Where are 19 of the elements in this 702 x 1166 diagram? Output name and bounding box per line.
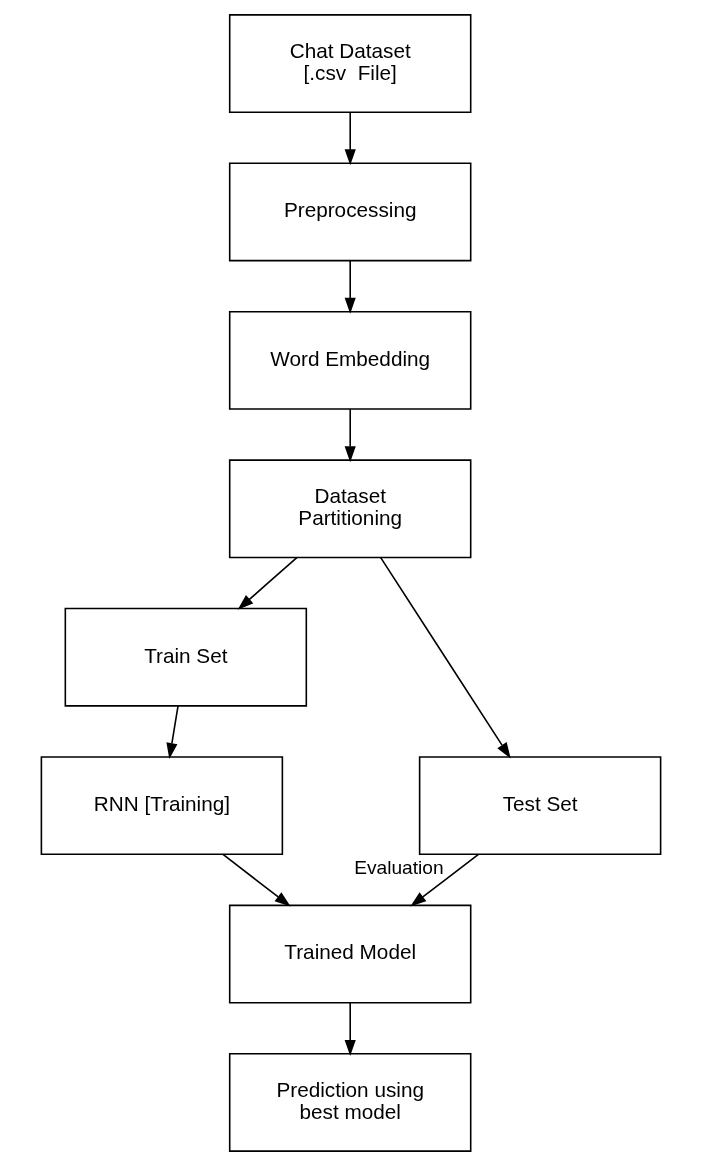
arrow: [344, 1002, 356, 1056]
arrow: [166, 705, 179, 759]
arrow: [222, 853, 291, 907]
node-box: Test Set: [418, 756, 662, 856]
node-box: Dataset Partitioning: [228, 459, 472, 559]
node-box: Trained Model: [228, 904, 472, 1004]
edge-label: Evaluation: [354, 857, 444, 879]
node-box: Chat Dataset [.csv File]: [228, 14, 472, 113]
arrow: [410, 853, 480, 907]
arrow: [379, 556, 511, 759]
arrow: [344, 259, 356, 314]
arrow: [344, 111, 356, 166]
node-box: Word Embedding: [228, 310, 472, 410]
arrow: [237, 556, 298, 610]
node-box: Prediction using best model: [228, 1053, 472, 1152]
node-box: Train Set: [64, 607, 308, 707]
arrow: [344, 408, 356, 463]
node-box: RNN [Training]: [40, 756, 284, 856]
node-box: Preprocessing: [228, 162, 472, 262]
